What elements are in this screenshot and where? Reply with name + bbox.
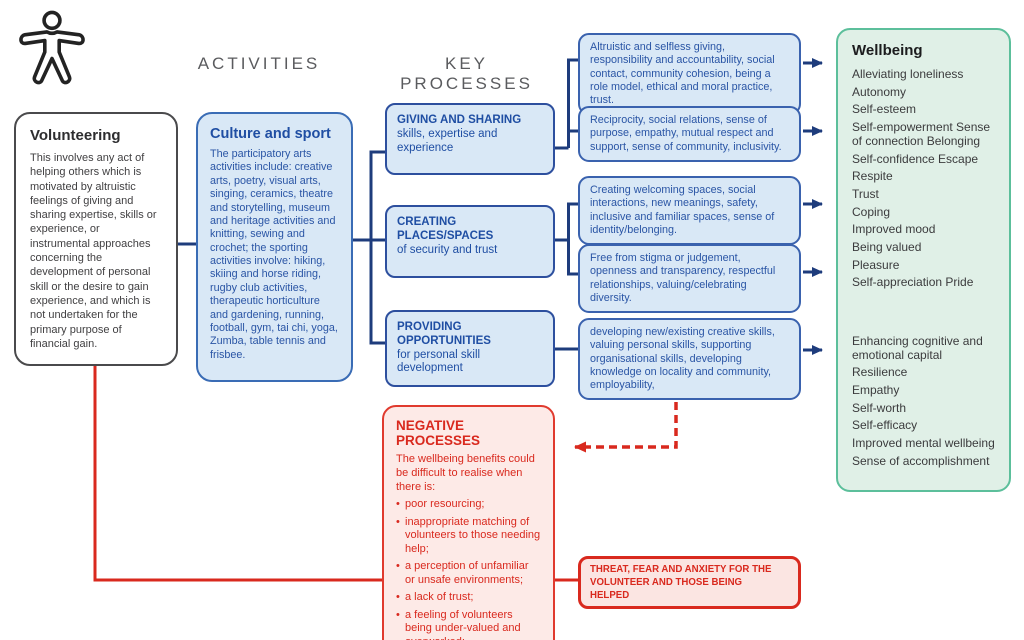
wellbeing-item: Being valued	[852, 240, 922, 255]
outcome-box-creating-1: Creating welcoming spaces, social intera…	[578, 176, 801, 246]
providing-opportunities-title: PROVIDING OPPORTUNITIES	[397, 321, 491, 347]
providing-opportunities-box: PROVIDING OPPORTUNITIES for personal ski…	[385, 310, 555, 388]
outcome-box-providing: developing new/existing creative skills,…	[578, 318, 801, 401]
negative-processes-intro: The wellbeing benefits could be difficul…	[396, 453, 535, 493]
wellbeing-item: Autonomy	[852, 84, 907, 99]
negative-process-bullet: inappropriate matching of volunteers to …	[396, 516, 541, 557]
giving-and-sharing-subtitle: skills, expertise and experience	[397, 127, 498, 154]
key-processes-header: KEY PROCESSES	[400, 54, 533, 93]
creating-places-spaces-subtitle: of security and trust	[397, 243, 498, 256]
wellbeing-item: Self-confidence Escape	[852, 151, 979, 166]
wellbeing-item: Sense of accomplishment	[852, 453, 990, 468]
creating-to-outcomes-connector	[553, 202, 580, 276]
wellbeing-item: Resilience	[852, 365, 908, 380]
negative-process-bullet: a feeling of volunteers being under-valu…	[396, 609, 541, 640]
wellbeing-item: Empathy	[852, 383, 900, 397]
wellbeing-item: Coping	[852, 204, 891, 219]
negative-process-bullet: poor resourcing;	[396, 498, 541, 512]
negative-process-bullet: a lack of trust;	[396, 591, 541, 605]
wellbeing-item: Trust	[852, 187, 879, 202]
giving-and-sharing-title: GIVING AND SHARING	[397, 114, 522, 126]
volunteering-box: Volunteering This involves any act of he…	[14, 112, 178, 367]
wellbeing-item: Self-appreciation Pride	[852, 275, 974, 290]
creating-places-spaces-box: CREATING PLACES/SPACES of security and t…	[385, 205, 555, 278]
negative-processes-box: NEGATIVE PROCESSES The wellbeing benefit…	[382, 405, 555, 640]
culture-and-sport-description: The participatory arts activities includ…	[210, 148, 338, 361]
culture-and-sport-title: Culture and sport	[210, 126, 331, 142]
threat-fear-anxiety-box: THREAT, FEAR AND ANXIETY FOR THE VOLUNTE…	[578, 556, 801, 610]
negative-processes-bullet-list: poor resourcing; inappropriate matching o…	[396, 498, 541, 640]
outcome-box-giving-1: Altruistic and selfless giving, responsi…	[578, 33, 801, 116]
wellbeing-item: Respite	[852, 169, 893, 184]
wellbeing-item: Improved mood	[852, 222, 936, 237]
creating-places-spaces-title: CREATING PLACES/SPACES	[397, 216, 494, 242]
providing-opportunities-subtitle: for personal skill development	[397, 348, 481, 375]
giving-and-sharing-box: GIVING AND SHARING skills, expertise and…	[385, 103, 555, 175]
outcome-box-creating-2: Free from stigma or judgement, openness …	[578, 244, 801, 314]
activities-header: ACTIVITIES	[197, 54, 321, 73]
threat-fear-anxiety-label: THREAT, FEAR AND ANXIETY FOR THE VOLUNTE…	[590, 563, 772, 602]
wellbeing-title: Wellbeing	[852, 42, 923, 59]
wellbeing-item: Pleasure	[852, 257, 900, 272]
wellbeing-item: Self-esteem	[852, 102, 917, 117]
volunteering-description: This involves any act of helping others …	[30, 152, 157, 350]
culture-to-processes-connector	[352, 150, 387, 345]
wellbeing-list-secondary: Enhancing cognitive and emotional capita…	[852, 334, 995, 468]
person-icon	[19, 10, 85, 85]
giving-to-outcomes-connector	[553, 58, 580, 150]
wellbeing-item: Enhancing cognitive and emotional capita…	[852, 333, 983, 362]
negative-processes-title: NEGATIVE PROCESSES	[396, 418, 481, 448]
volunteering-title: Volunteering	[30, 127, 121, 144]
culture-and-sport-box: Culture and sport The participatory arts…	[196, 112, 353, 382]
wellbeing-item: Improved mental wellbeing	[852, 435, 995, 450]
wellbeing-item: Self-worth	[852, 400, 907, 415]
outcome-box-giving-2: Reciprocity, social relations, sense of …	[578, 106, 801, 162]
wellbeing-item: Alleviating loneliness	[852, 67, 964, 81]
negative-process-bullet: a perception of unfamiliar or unsafe env…	[396, 560, 541, 588]
wellbeing-item: Self-empowerment Sense of connection Bel…	[852, 119, 991, 149]
wellbeing-item: Self-efficacy	[852, 418, 918, 433]
